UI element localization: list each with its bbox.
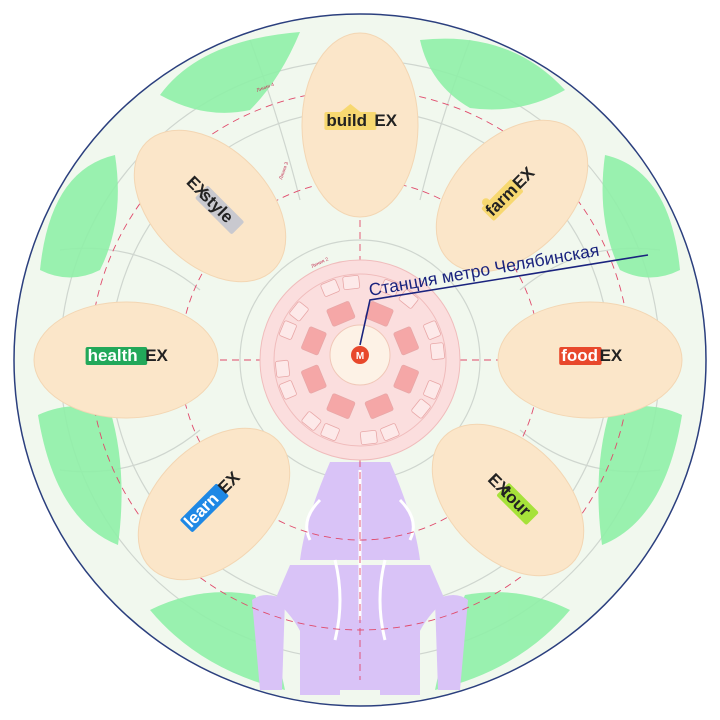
zone-badge — [481, 179, 523, 221]
zone-name-part: EX — [600, 346, 623, 365]
exhibit-booth[interactable] — [279, 380, 297, 400]
exhibit-booth[interactable] — [411, 398, 431, 419]
entrance-zone — [252, 462, 468, 695]
exhibit-booth[interactable] — [301, 411, 322, 431]
exhibit-booth[interactable] — [279, 320, 297, 340]
metro-icon[interactable] — [351, 346, 369, 364]
lawn-top-right — [420, 38, 565, 110]
exhibit-booth[interactable] — [364, 393, 394, 419]
exhibit-booth[interactable] — [301, 326, 327, 356]
zone-name-part: EX — [145, 346, 168, 365]
exhibit-booth[interactable] — [429, 342, 446, 361]
lawn-top-left — [160, 32, 300, 113]
zone-badge — [497, 483, 539, 525]
zone-healthex[interactable]: health EX — [33, 301, 219, 419]
lawn-bottom-right — [435, 592, 570, 690]
exhibit-booth[interactable] — [301, 364, 327, 394]
exhibit-booth[interactable] — [393, 364, 419, 394]
metro-symbol: М — [356, 351, 364, 362]
zone-name-part: health — [88, 346, 138, 365]
exhibit-booth[interactable] — [380, 423, 400, 441]
house-icon — [340, 104, 361, 112]
farm-icon — [481, 198, 490, 207]
lawn-lower-left — [38, 406, 122, 545]
exhibit-booth[interactable] — [274, 359, 291, 378]
exhibit-booth[interactable] — [326, 393, 356, 419]
exhibit-booth[interactable] — [326, 301, 356, 327]
exhibit-booth[interactable] — [423, 380, 441, 400]
exhibit-booth[interactable] — [289, 301, 309, 322]
zone-logo: build EX — [324, 104, 398, 130]
exhibit-booth[interactable] — [393, 326, 419, 356]
zone-name-part: food — [561, 346, 598, 365]
zone-badge — [559, 347, 602, 365]
green-lawns — [38, 32, 682, 690]
lawn-upper-left — [40, 155, 118, 278]
station-leader-line — [359, 254, 649, 346]
lawn-upper-right — [602, 155, 680, 278]
exhibit-booth[interactable] — [342, 274, 361, 291]
zone-badge — [195, 186, 244, 234]
exhibit-booth[interactable] — [320, 423, 340, 441]
zone-badge — [180, 484, 229, 532]
zone-logo: health EX — [85, 346, 169, 365]
exhibit-booth[interactable] — [423, 320, 441, 340]
zone-badge — [324, 112, 377, 130]
zone-name-part: build — [326, 111, 367, 130]
zone-name-part: EX — [374, 111, 397, 130]
exhibit-booth[interactable] — [359, 429, 378, 446]
exhibit-booth[interactable] — [380, 279, 400, 297]
zone-badge — [85, 347, 148, 365]
lawn-lower-right — [598, 406, 682, 545]
exhibit-booth[interactable] — [320, 279, 340, 297]
exhibit-booths — [274, 274, 446, 446]
zone-buildex[interactable]: build EX — [301, 32, 419, 218]
central-plaza-ring — [273, 273, 447, 447]
lawn-bottom-left — [150, 592, 285, 690]
